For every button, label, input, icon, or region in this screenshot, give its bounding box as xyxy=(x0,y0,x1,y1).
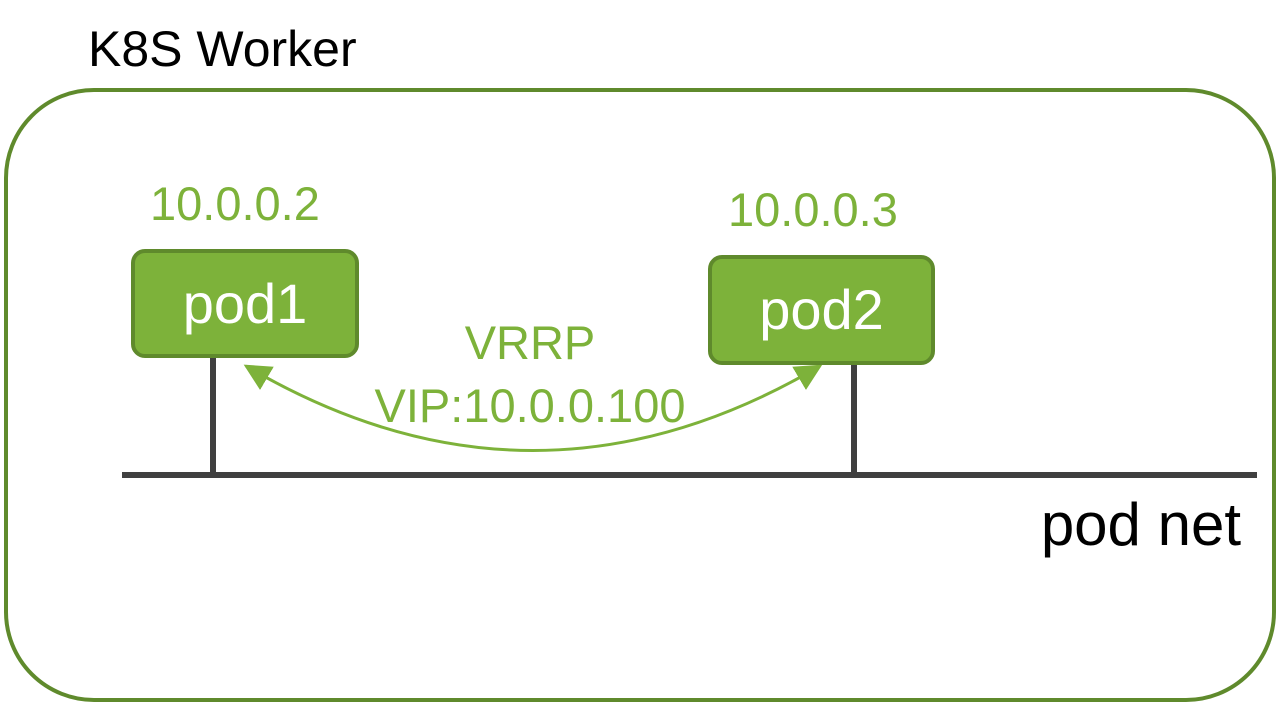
pod2-box: pod2 xyxy=(708,255,935,365)
vrrp-vip: VIP:10.0.0.100 xyxy=(374,378,686,432)
vrrp-protocol: VRRP xyxy=(464,316,596,369)
pod1-box: pod1 xyxy=(131,249,359,358)
vrrp-arrow xyxy=(243,364,823,452)
worker-title: K8S Worker xyxy=(88,21,357,77)
pod2-label: pod2 xyxy=(759,278,884,341)
pod2-ip: 10.0.0.3 xyxy=(728,183,898,236)
pod1-ip: 10.0.0.2 xyxy=(150,177,320,230)
vrrp-label: VRRP VIP:10.0.0.100 xyxy=(370,312,690,437)
pod1-label: pod1 xyxy=(182,271,308,335)
pod-net-label: pod net xyxy=(1040,491,1241,558)
worker-node-frame xyxy=(4,88,1276,702)
